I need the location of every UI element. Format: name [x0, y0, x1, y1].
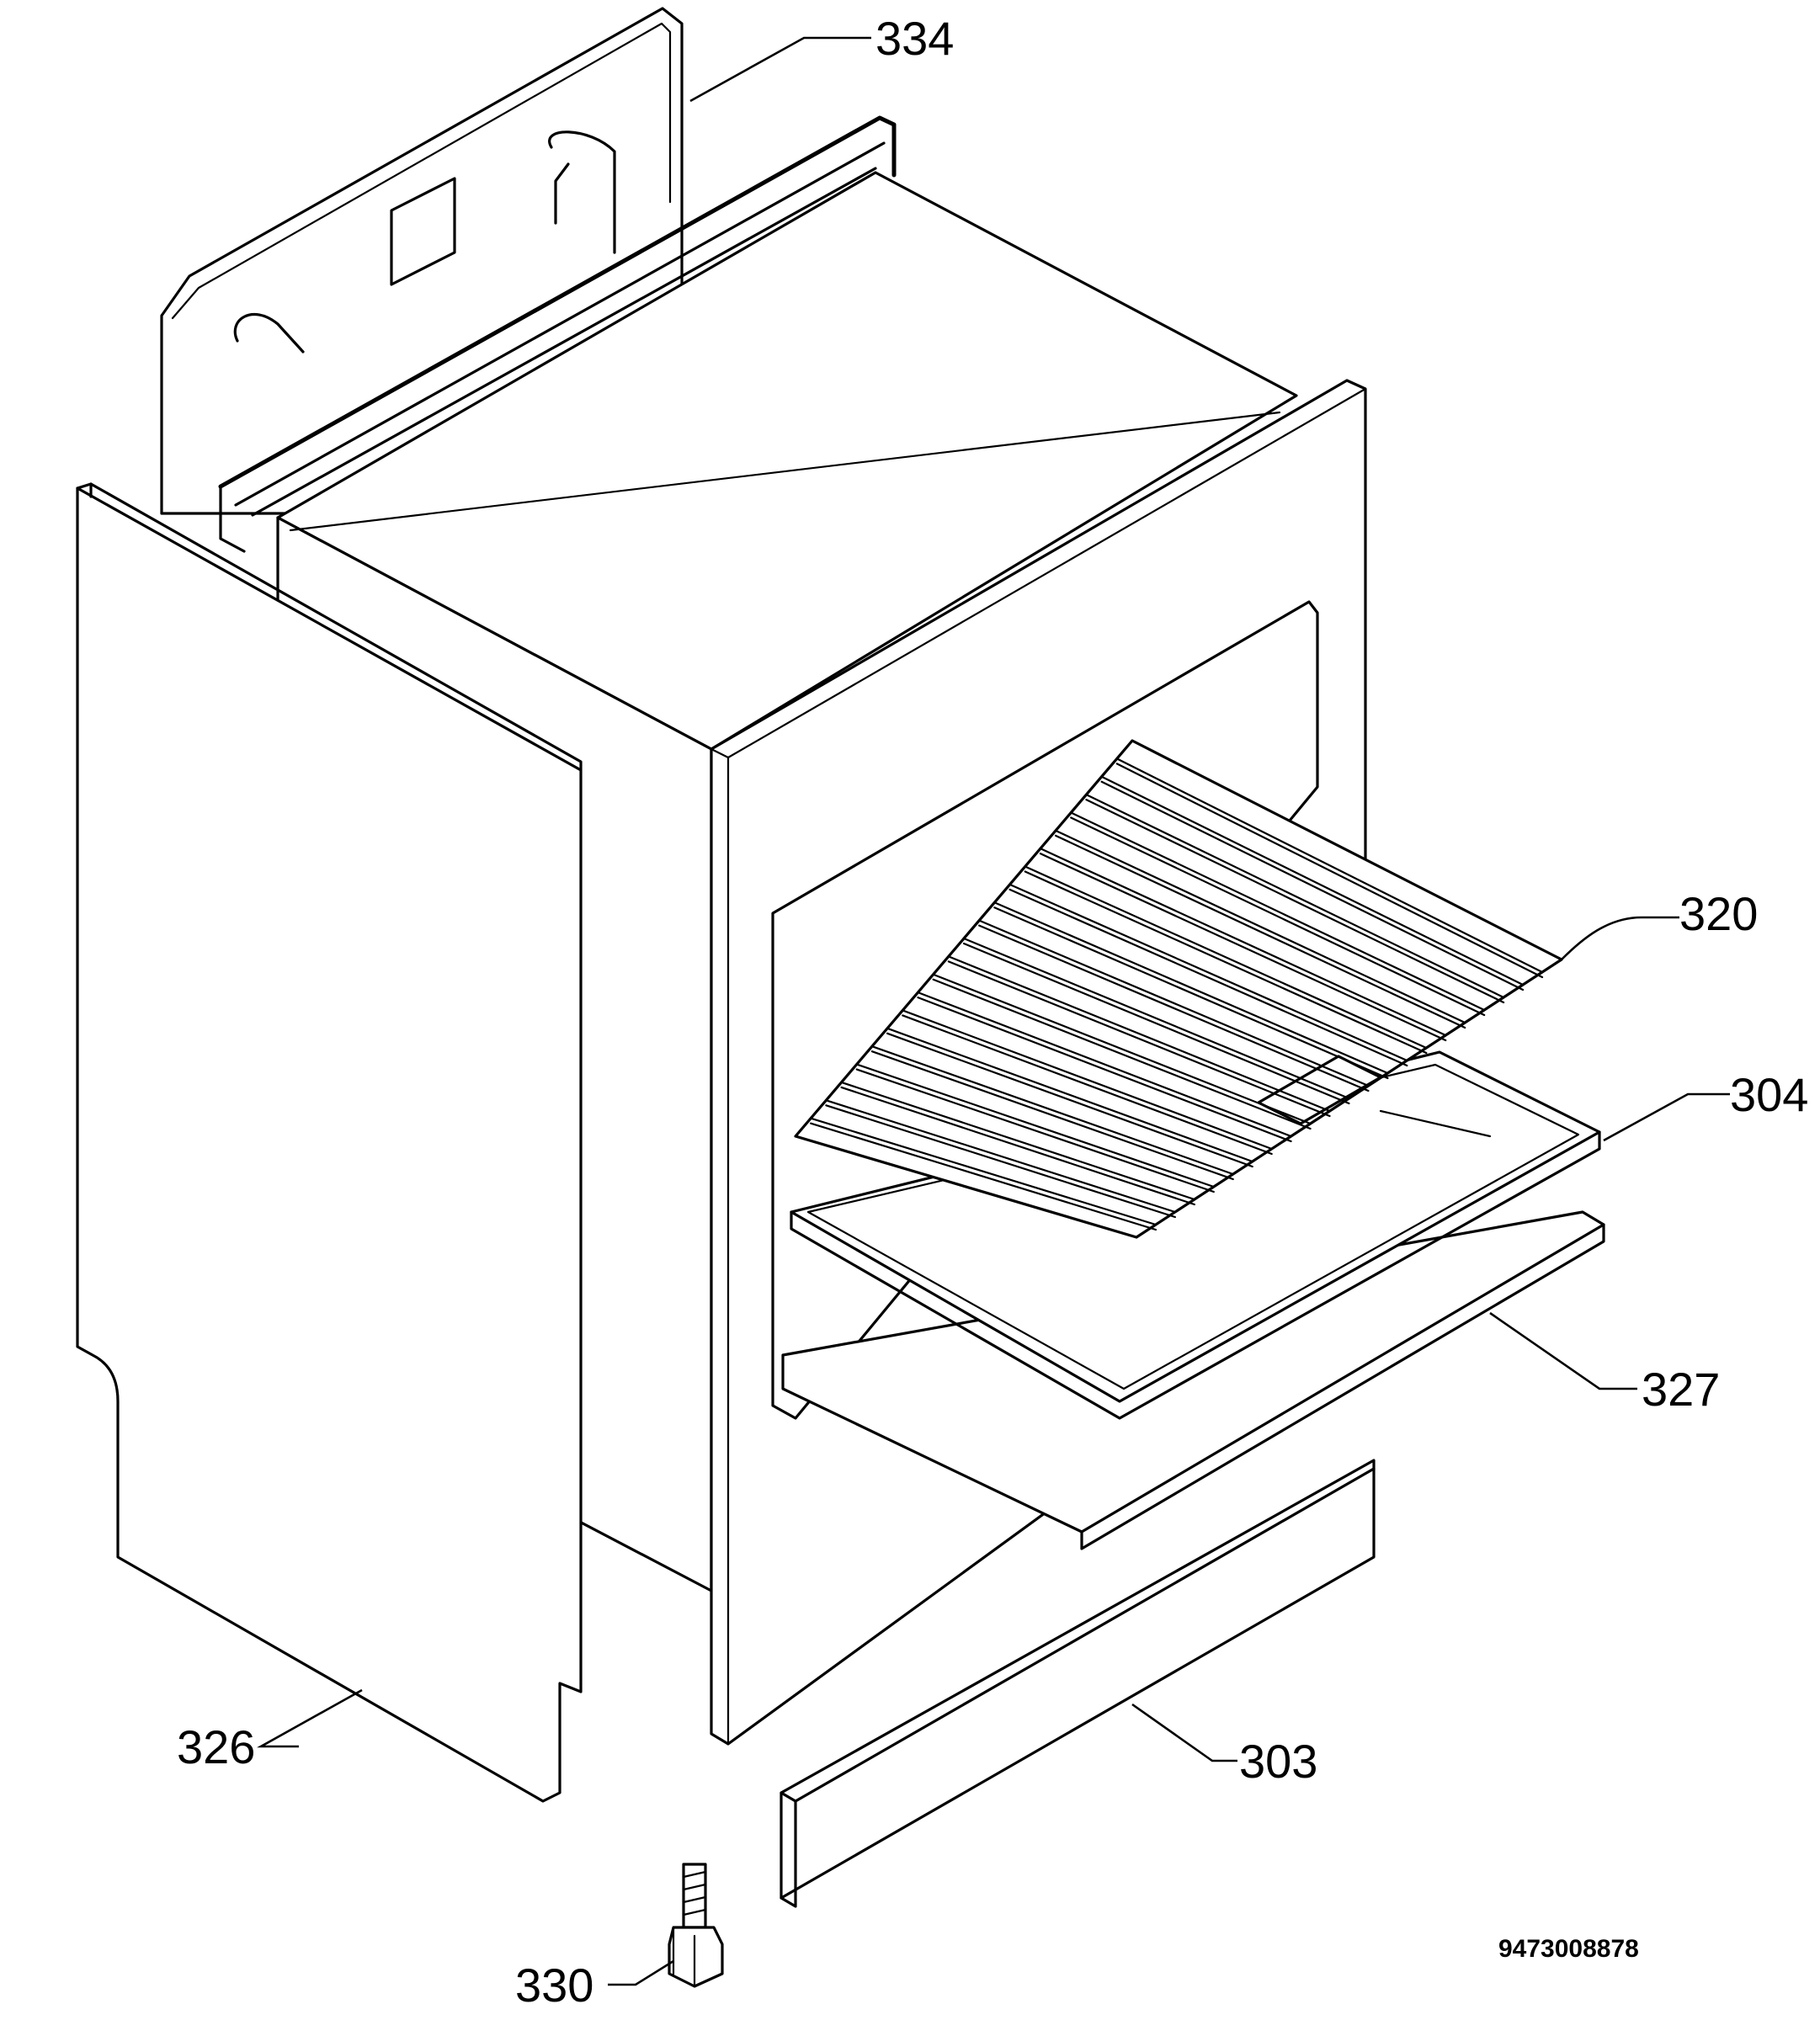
- shelf-rod: [947, 960, 1331, 1118]
- shelf-rod: [1085, 793, 1505, 999]
- leader-320: [1561, 916, 1679, 960]
- side-panel: [76, 482, 583, 1803]
- label-334: 334: [875, 12, 954, 65]
- leader-334: [689, 36, 871, 103]
- shelf-rod: [1100, 780, 1525, 991]
- shelf-rod: [947, 955, 1331, 1113]
- plinth-strip: [780, 1459, 1376, 1908]
- shelf-rod: [917, 991, 1292, 1138]
- document-number: 9473008878: [1498, 1935, 1639, 1963]
- shelf-rod: [886, 1032, 1253, 1168]
- bottom-plate: [781, 1210, 1605, 1550]
- shelf-rod: [1024, 865, 1428, 1050]
- shelf-rod: [932, 978, 1312, 1130]
- leader-326: [257, 1688, 363, 1748]
- shelf-rod: [978, 924, 1370, 1092]
- label-326: 326: [177, 1720, 255, 1773]
- shelf-rod: [810, 1122, 1157, 1231]
- shelf-rod: [840, 1086, 1195, 1206]
- leader-304: [1603, 1092, 1730, 1142]
- shelf-rod: [1115, 763, 1544, 979]
- shelf-rod: [1115, 758, 1544, 974]
- shelf-rod: [978, 919, 1370, 1087]
- shelf-rod: [1100, 775, 1525, 986]
- shelf-rod: [1054, 829, 1466, 1024]
- shelf-rod: [810, 1117, 1157, 1226]
- shelf-rod: [855, 1063, 1215, 1188]
- shelf-rod: [1085, 798, 1505, 1004]
- label-304: 304: [1730, 1068, 1808, 1121]
- shelf-rod: [1024, 870, 1428, 1055]
- shelf-rod: [870, 1050, 1234, 1181]
- shelf-rod: [1039, 853, 1447, 1042]
- shelf-rod: [962, 942, 1350, 1105]
- shelf-rod: [993, 906, 1389, 1080]
- shelf-rod: [902, 1014, 1273, 1156]
- shelf-rod: [825, 1099, 1177, 1214]
- shelf-rod: [1054, 834, 1466, 1029]
- label-327: 327: [1642, 1363, 1720, 1416]
- shelf-rod: [870, 1045, 1234, 1176]
- shelf-rod: [855, 1068, 1215, 1193]
- wire-shelf: [794, 739, 1563, 1239]
- leader-327: [1489, 1311, 1637, 1390]
- leader-lines: [257, 36, 1730, 1986]
- shelf-rod: [886, 1027, 1253, 1163]
- label-303: 303: [1239, 1735, 1317, 1788]
- shelf-rod: [917, 996, 1292, 1143]
- label-330: 330: [515, 1959, 593, 2012]
- leader-330: [608, 1959, 674, 1986]
- shelf-rod: [825, 1104, 1177, 1219]
- shelf-rod: [902, 1009, 1273, 1151]
- shelf-rod: [1070, 816, 1486, 1017]
- shelf-rod: [1008, 883, 1408, 1062]
- shelf-rod: [1070, 811, 1486, 1012]
- label-320: 320: [1679, 887, 1758, 940]
- callout-labels: 334 320 304 327 326 303 330 9473008878: [177, 12, 1808, 2012]
- shelf-rod: [840, 1081, 1195, 1201]
- shelf-rod: [962, 937, 1350, 1100]
- shelf-rod: [932, 973, 1312, 1125]
- shelf-rod: [993, 901, 1389, 1075]
- screw: [668, 1863, 724, 1988]
- shelf-rod: [1008, 888, 1408, 1067]
- shelf-rod: [1039, 848, 1447, 1037]
- leader-303: [1131, 1703, 1237, 1762]
